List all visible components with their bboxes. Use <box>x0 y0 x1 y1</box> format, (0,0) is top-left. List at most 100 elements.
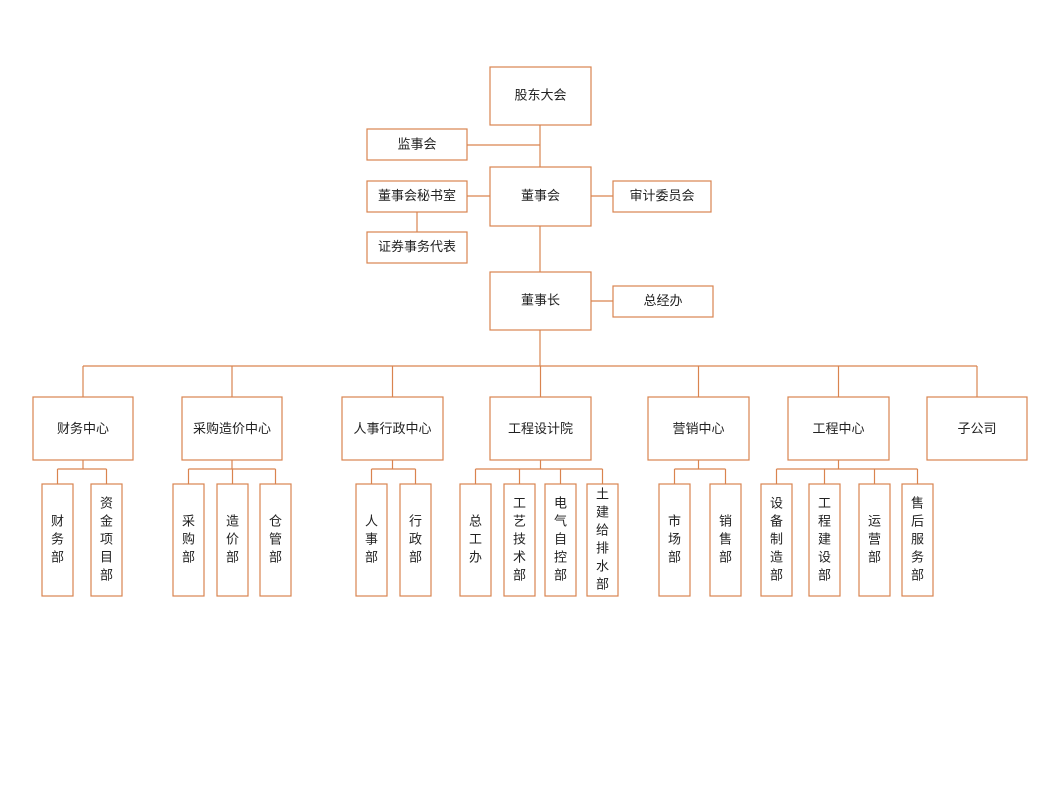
dept-label-char: 价 <box>226 533 239 548</box>
center-box <box>32 396 134 461</box>
dept-label-char: 部 <box>554 569 567 584</box>
dept-label-char: 给 <box>596 524 609 539</box>
audit-label: 审计委员会 <box>629 189 694 204</box>
dept-label-char: 工 <box>513 497 526 512</box>
dept-label-char: 部 <box>226 551 239 566</box>
center-label: 工程设计院 <box>508 422 573 437</box>
dept-box <box>709 483 742 597</box>
leadership-nodes: 股东大会 监事会 董事会 董事会秘书室 审计委员会 证券事务代表 董事长 总经 <box>366 66 714 331</box>
dept-label-char: 气 <box>554 514 567 530</box>
dept-label-char: 人 <box>365 515 378 530</box>
chairman-node: 董事长 <box>489 271 592 331</box>
dept-label-char: 购 <box>182 532 195 548</box>
dept-label-char: 工 <box>818 497 831 512</box>
dept-label-char: 办 <box>469 551 482 566</box>
securities-rep-label: 证券事务代表 <box>378 239 456 255</box>
dept-label-char: 务 <box>911 550 924 566</box>
dept-label-char: 目 <box>100 551 113 566</box>
dept-label-char: 工 <box>469 533 482 548</box>
dept-label-char: 电 <box>554 497 567 512</box>
dept-label-char: 设 <box>770 497 783 512</box>
shareholders-node: 股东大会 <box>489 66 592 126</box>
dept-label-char: 事 <box>365 533 378 548</box>
dept-label-char: 自 <box>554 533 567 548</box>
dept-box <box>808 483 841 597</box>
dept-box <box>544 483 577 597</box>
dept-label-char: 部 <box>269 551 282 566</box>
dept-label-char: 程 <box>818 515 831 530</box>
dept-label-char: 仓 <box>269 515 282 530</box>
dept-label-char: 制 <box>770 533 783 548</box>
dept-label-char: 控 <box>554 551 567 566</box>
dept-label-char: 后 <box>911 515 924 530</box>
center-label: 采购造价中心 <box>193 421 271 437</box>
dept-label-char: 建 <box>818 533 831 548</box>
chairman-label: 董事长 <box>521 294 560 309</box>
dept-label-char: 备 <box>770 514 783 530</box>
dept-label-char: 营 <box>868 533 881 548</box>
dept-label-char: 设 <box>818 551 831 566</box>
center-label: 人事行政中心 <box>353 422 431 437</box>
dept-box <box>586 483 619 597</box>
dept-box <box>90 483 123 597</box>
dept-label-char: 部 <box>51 551 64 566</box>
center-node: 子公司 <box>926 366 1028 461</box>
dept-label-char: 运 <box>868 515 881 530</box>
dept-label-char: 建 <box>596 506 609 521</box>
dept-label-char: 术 <box>513 551 526 566</box>
dept-label-char: 政 <box>409 533 422 548</box>
gm-office-node: 总经办 <box>612 285 714 318</box>
dept-label-char: 部 <box>513 569 526 584</box>
supervisory-label: 监事会 <box>397 138 436 153</box>
dept-label-char: 资 <box>100 497 113 512</box>
centers-layer: 财务中心财务部资金项目部采购造价中心采购部造价部仓管部人事行政中心人事部行政部工… <box>32 366 1028 597</box>
dept-box <box>41 483 74 597</box>
center-box <box>341 396 444 461</box>
dept-box <box>858 483 891 597</box>
board-secretary-node: 董事会秘书室 <box>366 180 468 213</box>
dept-box <box>172 483 205 597</box>
dept-box <box>658 483 691 597</box>
dept-label-char: 市 <box>668 514 681 530</box>
center-box <box>489 396 592 461</box>
center-label: 营销中心 <box>672 422 724 437</box>
dept-label-char: 售 <box>911 496 924 512</box>
center-label: 财务中心 <box>57 421 109 437</box>
dept-label-char: 艺 <box>513 515 526 530</box>
board-node: 董事会 <box>489 166 592 227</box>
dept-label-char: 部 <box>818 569 831 584</box>
dept-label-char: 部 <box>668 551 681 566</box>
center-box <box>181 396 283 461</box>
dept-label-char: 管 <box>269 533 282 548</box>
securities-rep-node: 证券事务代表 <box>366 231 468 264</box>
dept-box <box>216 483 249 597</box>
dept-box <box>259 483 292 597</box>
shareholders-label: 股东大会 <box>514 89 566 104</box>
dept-label-char: 部 <box>100 569 113 584</box>
dept-label-char: 排 <box>596 542 609 557</box>
board-secretary-label: 董事会秘书室 <box>378 188 456 204</box>
dept-label-char: 采 <box>182 515 195 530</box>
dept-label-char: 造 <box>226 515 239 530</box>
dept-label-char: 务 <box>51 532 64 548</box>
dept-label-char: 服 <box>911 533 924 548</box>
dept-box <box>459 483 492 597</box>
dept-box <box>760 483 793 597</box>
dept-box <box>355 483 388 597</box>
center-box <box>647 396 750 461</box>
dept-label-char: 总 <box>469 515 482 530</box>
audit-node: 审计委员会 <box>612 180 712 213</box>
center-label: 工程中心 <box>812 422 864 437</box>
center-box <box>787 396 890 461</box>
board-label: 董事会 <box>521 189 560 204</box>
dept-label-char: 土 <box>596 488 609 503</box>
dept-box <box>503 483 536 597</box>
gm-office-label: 总经办 <box>643 294 682 309</box>
dept-label-char: 部 <box>596 578 609 593</box>
dept-box <box>901 483 934 597</box>
